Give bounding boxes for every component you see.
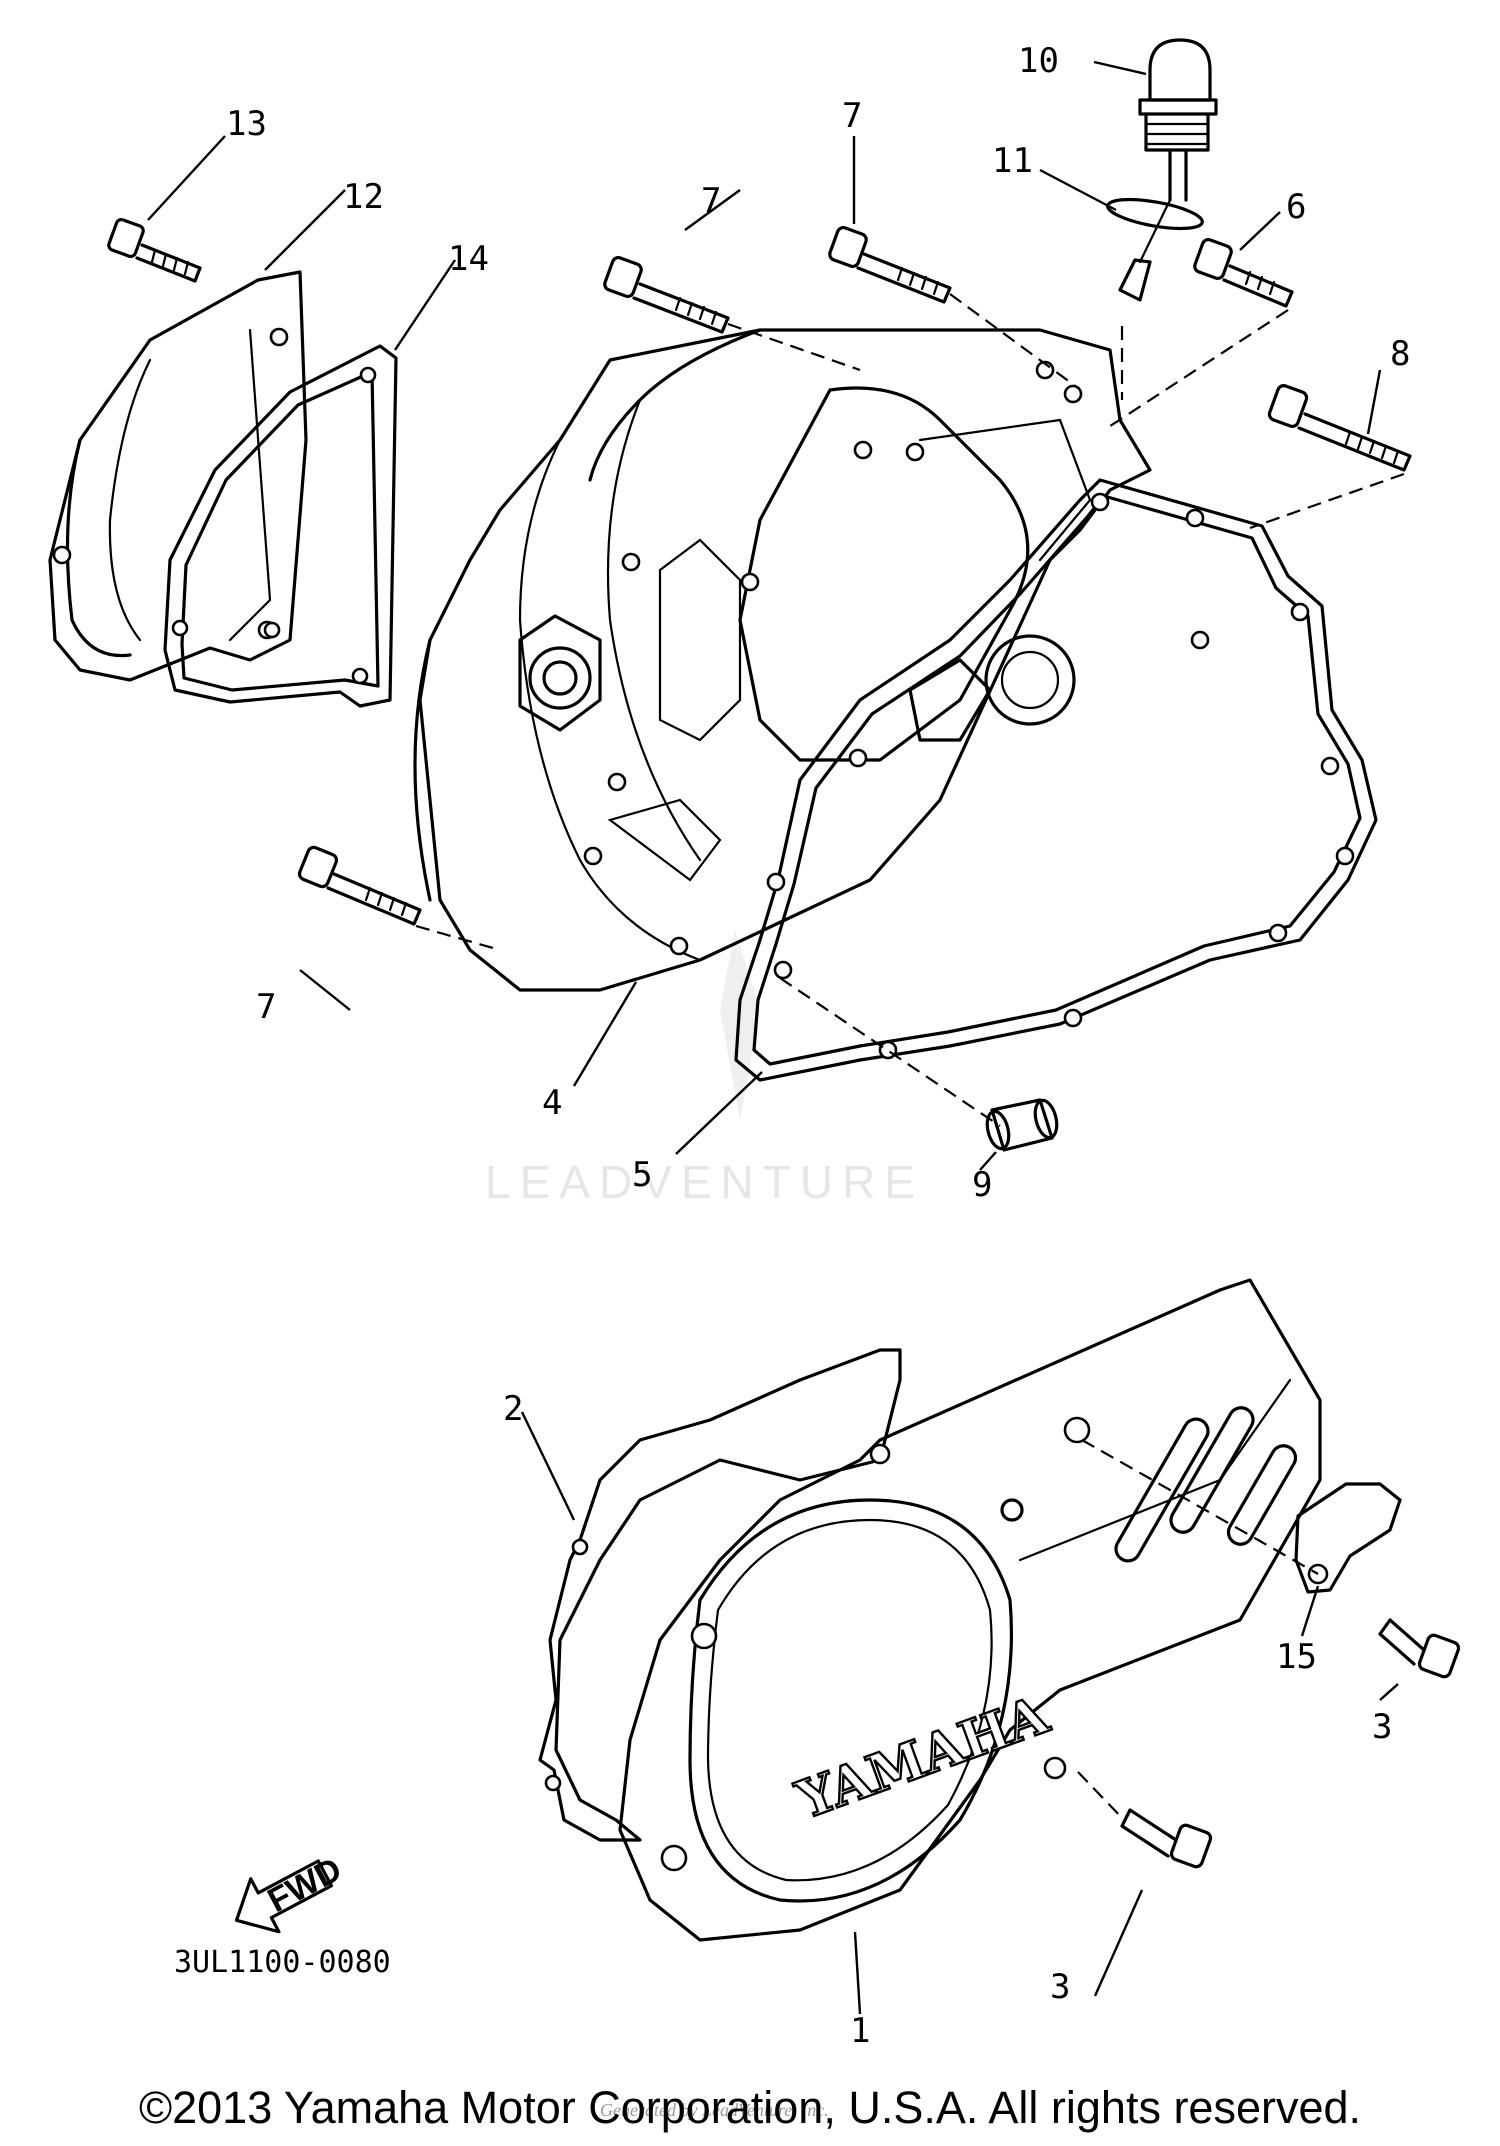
bolt-3-right	[1378, 1618, 1461, 1679]
callout-labels: 13 12 14 7 7 10 11 6 8 7 4 5 9 2 15 3 3 …	[226, 41, 1410, 2051]
callout-8: 8	[1390, 334, 1410, 374]
callout-2: 2	[503, 1389, 523, 1429]
oil-cap-10	[1118, 38, 1218, 302]
copyright-notice: ©2013 Yamaha Motor Corporation, U.S.A. A…	[138, 2082, 1362, 2133]
callout-12: 12	[343, 177, 384, 217]
callout-14: 14	[448, 239, 489, 279]
leader-lines	[147, 60, 1399, 2015]
bolt-3-lower	[1120, 1808, 1213, 1869]
bolt-6	[1193, 237, 1294, 308]
o-ring-11	[1106, 197, 1204, 231]
callout-13: 13	[226, 104, 267, 144]
callout-3-lower: 3	[1050, 1967, 1070, 2007]
watermark-credit: Generated by LeadVenture, Inc.	[600, 2100, 829, 2120]
callout-7-lower: 7	[256, 987, 276, 1027]
callout-7-top-left: 7	[701, 181, 721, 221]
clutch-cover-1: YAMAHA	[618, 1278, 1322, 1942]
callout-5: 5	[632, 1155, 652, 1195]
yamaha-logo: YAMAHA	[788, 1684, 1056, 1831]
callout-6: 6	[1286, 187, 1306, 227]
callout-10: 10	[1018, 41, 1059, 81]
callout-3-right: 3	[1372, 1707, 1392, 1747]
bolt-13	[107, 217, 202, 283]
dowel-pin-9	[985, 1098, 1059, 1152]
gasket-14	[163, 344, 398, 708]
callout-9: 9	[972, 1165, 992, 1205]
callout-7-top-right: 7	[842, 96, 862, 136]
callout-15: 15	[1276, 1637, 1317, 1677]
gasket-5	[734, 478, 1378, 1082]
callout-1: 1	[850, 2011, 870, 2051]
watermark-text: LEADVENTURE	[485, 1156, 924, 1208]
diagram-code: 3UL1100-0080	[174, 1945, 391, 1980]
crankcase-cover-4	[413, 328, 1152, 992]
reference-lines	[415, 293, 1405, 1821]
fwd-label: FWD	[262, 1850, 348, 1920]
bolt-7-lower	[297, 845, 422, 926]
bolt-7-upper-left	[603, 255, 730, 334]
bolt-7-upper-right	[828, 225, 952, 304]
small-cover-12	[48, 270, 308, 682]
bolt-8	[1267, 384, 1412, 472]
callout-11: 11	[992, 141, 1033, 181]
forward-arrow: FWD	[234, 1850, 348, 1934]
callout-4: 4	[542, 1083, 562, 1123]
plate-15	[1294, 1482, 1402, 1594]
leadventure-watermark: LEADVENTURE	[485, 930, 924, 1208]
gasket-2	[538, 1348, 902, 1842]
